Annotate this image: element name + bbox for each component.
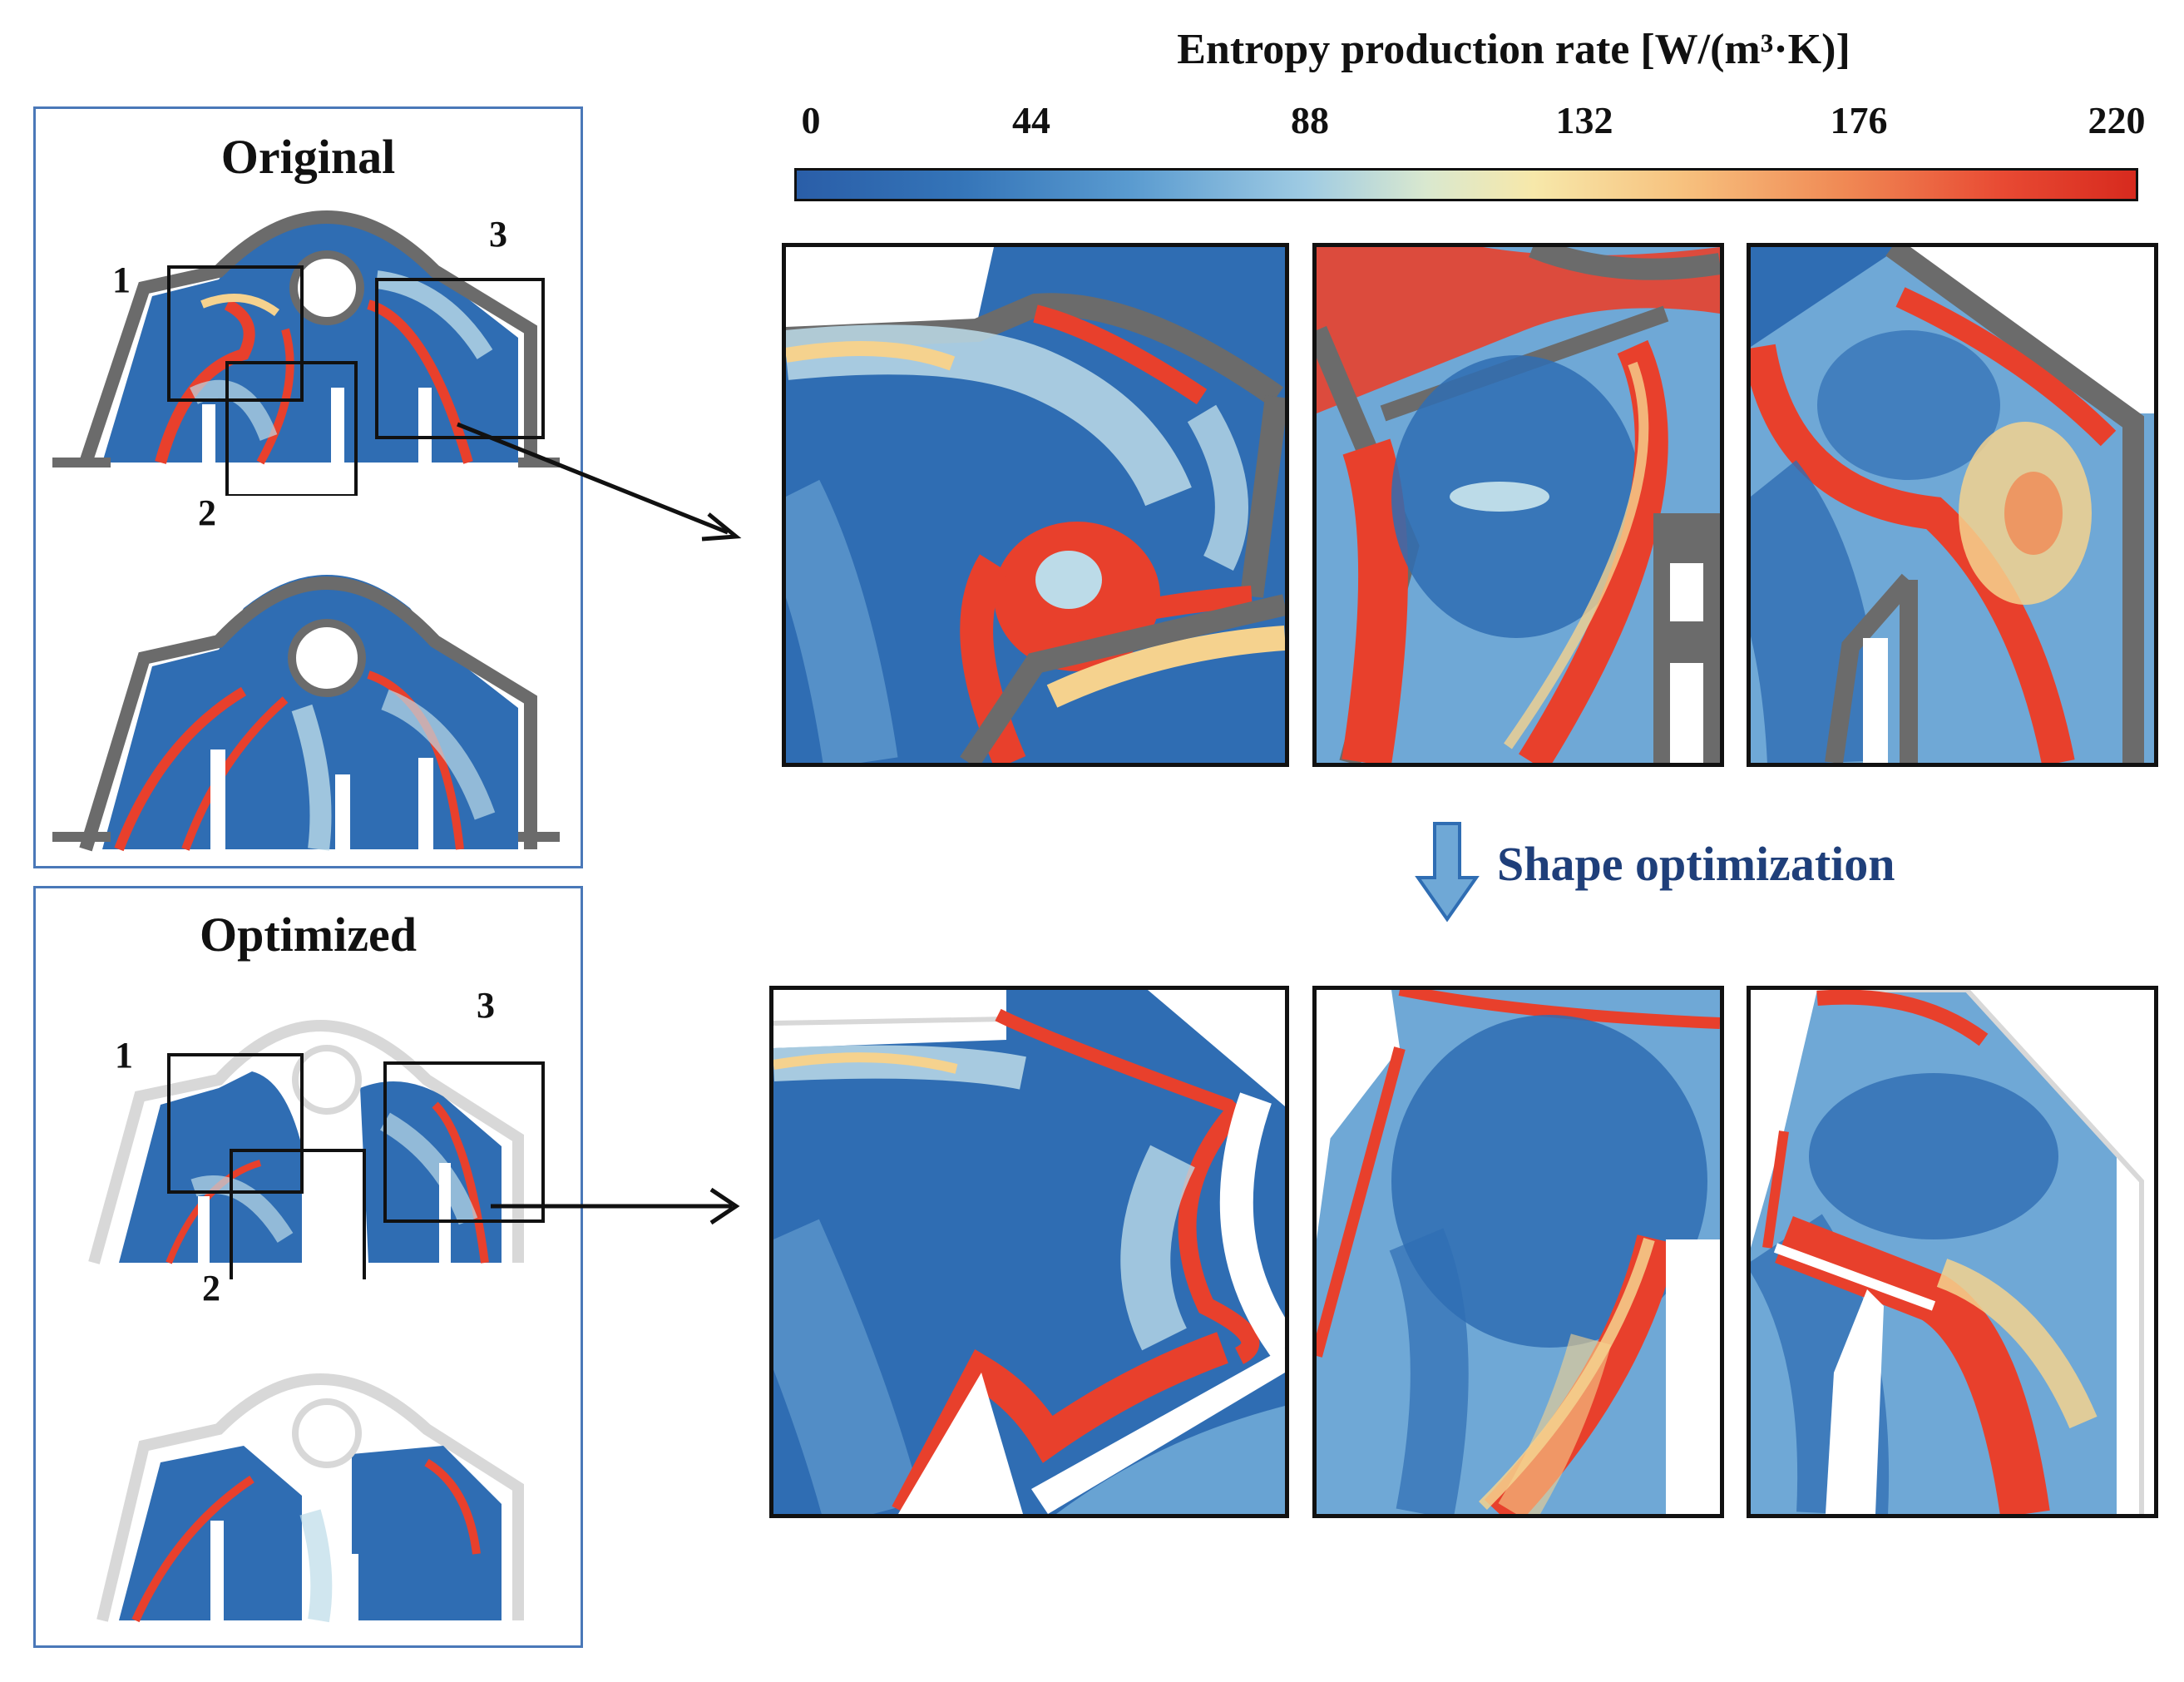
original-contour-full xyxy=(52,188,560,496)
original-region-label-1: 1 xyxy=(112,260,131,300)
original-zoom-region-3 xyxy=(1747,243,2158,767)
colorbar-tick-0: 0 xyxy=(801,99,821,141)
colorbar-tick-220: 220 xyxy=(2088,99,2146,141)
arrow-optimized-to-zoom xyxy=(491,1187,740,1225)
optimized-contour-full xyxy=(52,972,560,1279)
optimized-zoom-region-2 xyxy=(1312,986,1724,1518)
original-panel: Original 1 2 xyxy=(33,106,583,868)
optimized-region-label-2: 2 xyxy=(202,1268,220,1308)
optimized-region-label-3: 3 xyxy=(477,985,495,1026)
optimized-contour-detail xyxy=(52,1321,560,1629)
original-zoom-region-1 xyxy=(782,243,1289,767)
colorbar-tick-132: 132 xyxy=(1555,99,1613,141)
optimized-zoom-region-3 xyxy=(1747,986,2158,1518)
original-zoom-region-2 xyxy=(1312,243,1724,767)
optimized-zoom-region-1 xyxy=(769,986,1289,1518)
optimized-region-label-1: 1 xyxy=(115,1035,133,1076)
optimized-panel: Optimized 1 2 3 xyxy=(33,886,583,1648)
optimized-title: Optimized xyxy=(200,908,417,962)
colorbar-tick-88: 88 xyxy=(1291,99,1329,141)
arrow-original-to-zoom xyxy=(457,422,742,542)
shape-optimization-arrow xyxy=(1415,822,1480,923)
original-contour-detail xyxy=(52,542,560,858)
original-title: Original xyxy=(220,130,396,184)
original-region-label-2: 2 xyxy=(198,492,216,533)
colorbar-gradient xyxy=(794,168,2138,201)
colorbar-tick-176: 176 xyxy=(1830,99,1888,141)
colorbar-title: Entropy production rate [W/(m³·K)] xyxy=(1177,26,1850,73)
colorbar-tick-44: 44 xyxy=(1012,99,1050,141)
original-region-label-3: 3 xyxy=(489,214,507,255)
shape-optimization-label: Shape optimization xyxy=(1497,837,1895,891)
